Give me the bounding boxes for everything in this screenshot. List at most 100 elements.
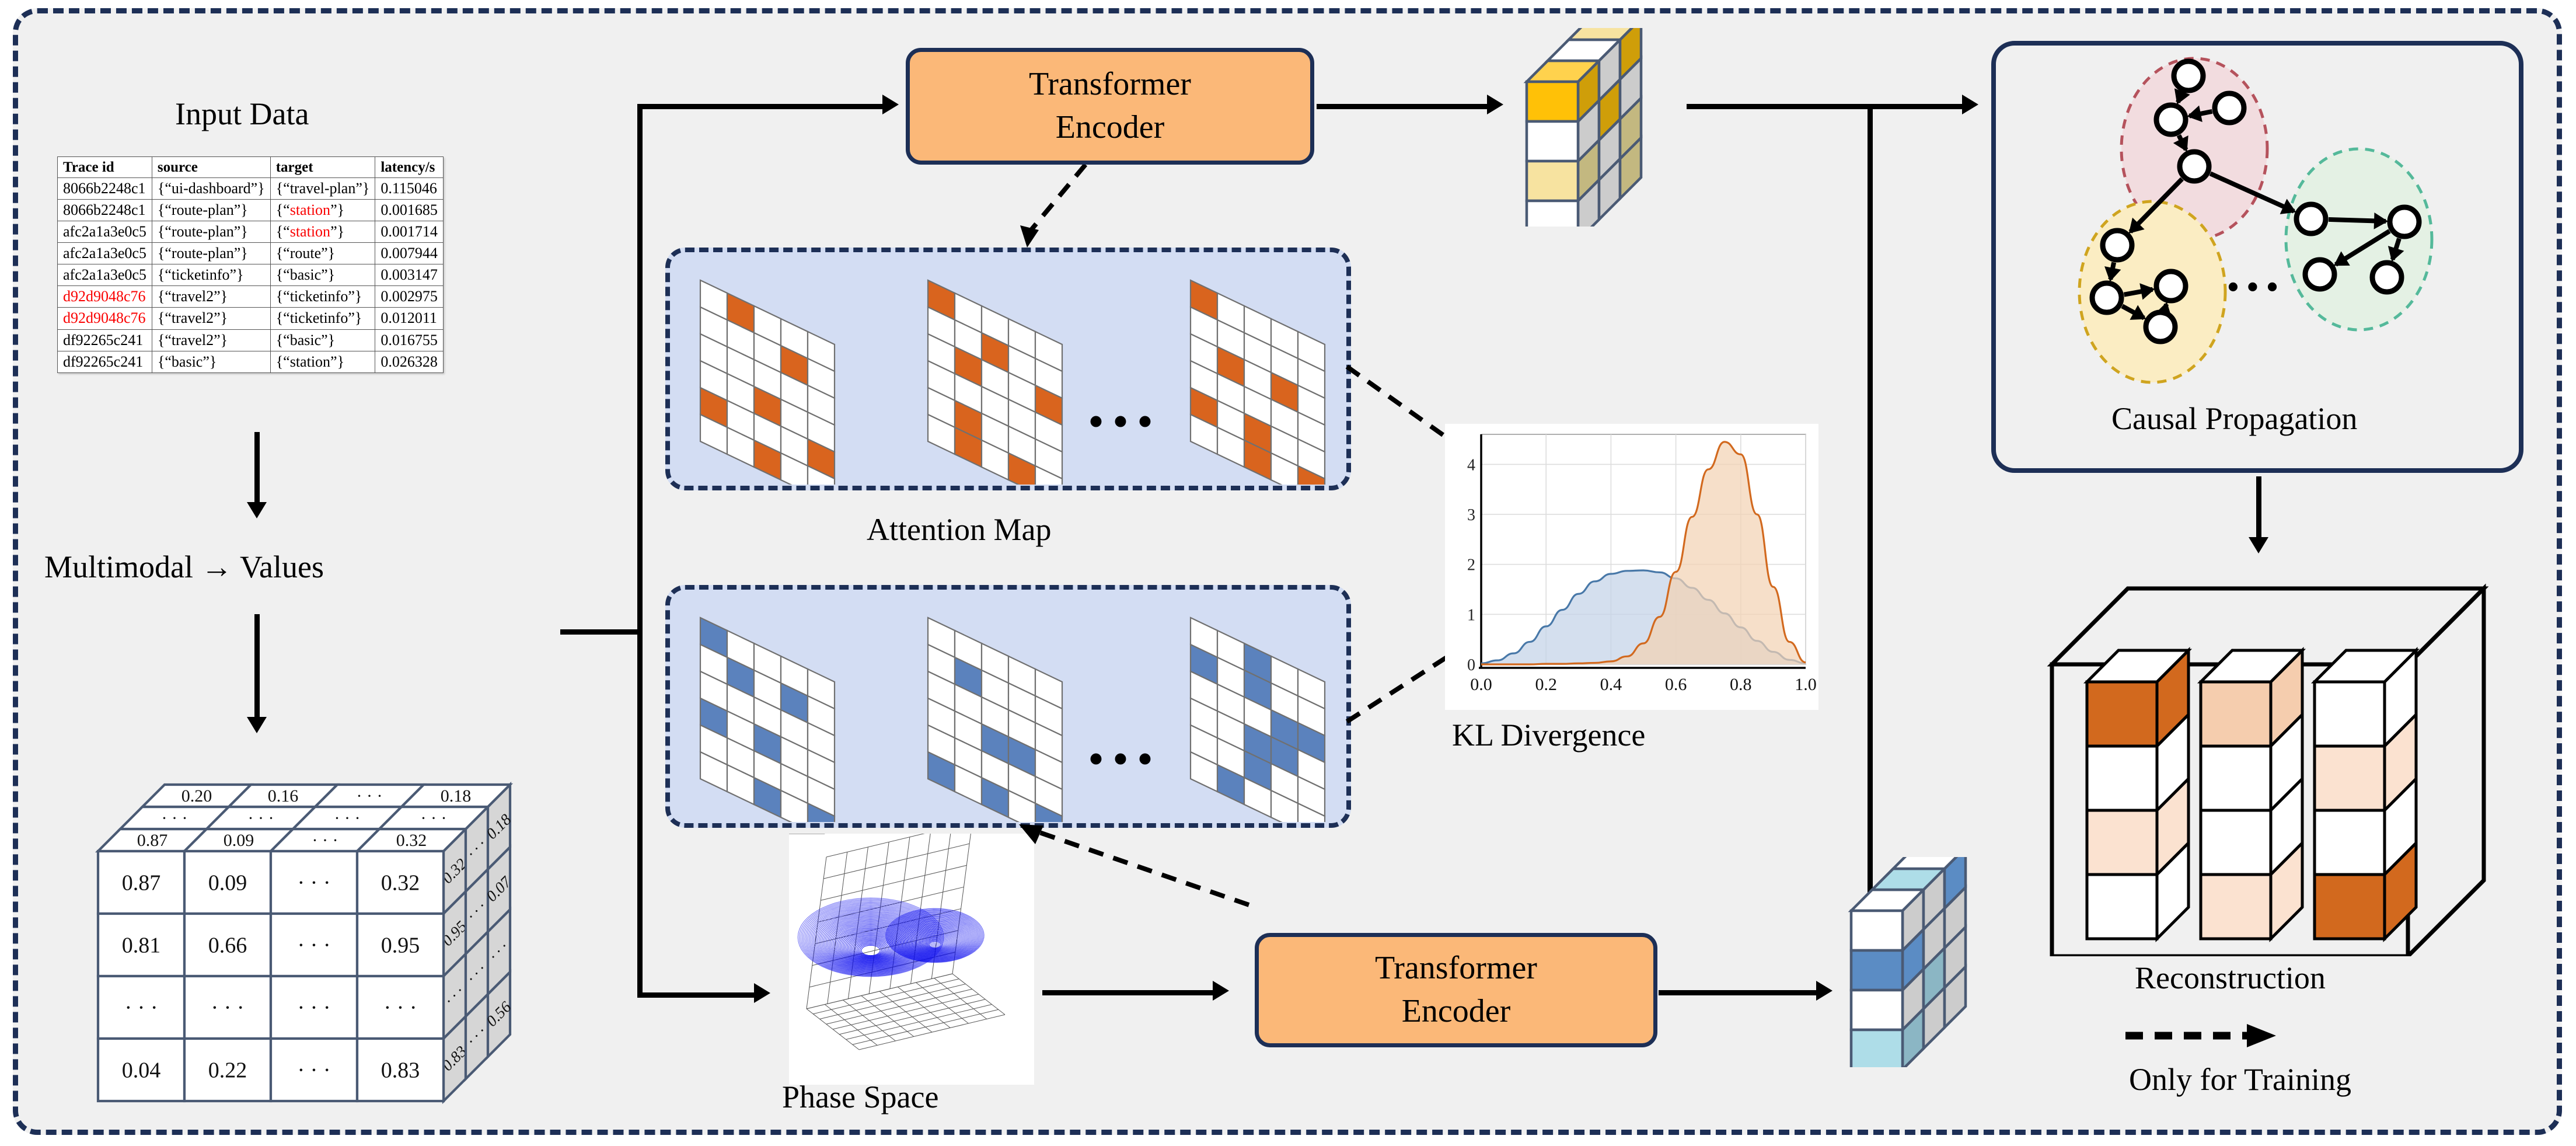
- legend-dashed-arrow-icon: [2125, 1024, 2276, 1047]
- arrow-top-encoder-to-embedding: [1317, 104, 1492, 109]
- svg-text:0.66: 0.66: [208, 933, 247, 958]
- table-row: 8066b2248c1{“ui-dashboard”}{“travel-plan…: [57, 177, 444, 200]
- value-cube: 0.32 0.95 · · · 0.83 · · · · · · · · · · · · 0.1…: [95, 781, 515, 1105]
- input-data-table: Trace id source target latency/s 8066b22…: [57, 156, 444, 373]
- table-body: 8066b2248c1{“ui-dashboard”}{“travel-plan…: [57, 177, 444, 373]
- cell-latency: 0.007944: [375, 242, 444, 265]
- transformer-encoder-bottom[interactable]: Transformer Encoder: [1255, 933, 1657, 1047]
- attention-map-label: Attention Map: [867, 512, 1052, 547]
- causal-graph: • • •: [2078, 57, 2434, 384]
- trunk-vertical: [637, 104, 643, 997]
- svg-text:· · ·: · · ·: [298, 871, 331, 896]
- cell-latency: 0.012011: [375, 307, 444, 330]
- svg-text:0.87: 0.87: [122, 871, 161, 896]
- only-for-training-label: Only for Training: [2129, 1062, 2352, 1097]
- cell-source: {“ticketinfo”}: [151, 264, 271, 287]
- cell-target: {“travel-plan”}: [270, 177, 376, 200]
- cell-target: {“ticketinfo”}: [270, 285, 376, 308]
- table-row: d92d9048c76{“travel2”}{“ticketinfo”}0.00…: [57, 285, 444, 308]
- cell-source: {“travel2”}: [151, 329, 271, 351]
- encoder-top-line1: Transformer: [1029, 66, 1191, 103]
- cell-target: {“ticketinfo”}: [270, 307, 376, 330]
- svg-text:0.20: 0.20: [181, 786, 212, 806]
- cell-source: {“route-plan”}: [151, 221, 271, 243]
- arrow-top-encoder-to-embedding-head: [1487, 95, 1503, 114]
- svg-text:0: 0: [1467, 656, 1475, 674]
- svg-text:· · ·: · · ·: [421, 809, 447, 828]
- cell-trace-id: 8066b2248c1: [57, 177, 152, 200]
- arrow-embedding-to-causal: [1687, 104, 1967, 109]
- svg-text:0.18: 0.18: [441, 786, 472, 806]
- cell-target: {“station”}: [270, 350, 376, 373]
- cell-trace-id: d92d9048c76: [57, 307, 152, 330]
- svg-text:· · ·: · · ·: [384, 996, 417, 1020]
- cell-trace-id: afc2a1a3e0c5: [57, 264, 152, 287]
- reconstruction-label: Reconstruction: [2135, 960, 2326, 995]
- attention-maps-bottom: • • •: [699, 616, 1326, 822]
- branch-to-top-encoder-head: [882, 95, 899, 114]
- dashed-arrow-encoder-bottom-to-attention: [1019, 824, 1250, 907]
- svg-text:1: 1: [1467, 606, 1475, 624]
- cell-trace-id: d92d9048c76: [57, 285, 152, 308]
- cell-latency: 0.001714: [375, 221, 444, 243]
- svg-text:3: 3: [1467, 506, 1475, 524]
- table-row: d92d9048c76{“travel2”}{“ticketinfo”}0.01…: [57, 307, 444, 330]
- table-row: df92265c241{“basic”}{“station”}0.026328: [57, 350, 444, 373]
- svg-text:0.32: 0.32: [396, 831, 427, 850]
- svg-text:0.04: 0.04: [122, 1058, 161, 1083]
- cell-source: {“route-plan”}: [151, 242, 271, 265]
- svg-text:0.22: 0.22: [208, 1058, 247, 1083]
- cell-trace-id: df92265c241: [57, 350, 152, 373]
- svg-text:· · ·: · · ·: [357, 786, 383, 806]
- column-header-target: target: [270, 156, 376, 178]
- cell-trace-id: 8066b2248c1: [57, 199, 152, 222]
- trunk-horizontal-in: [560, 629, 642, 635]
- svg-text:0.2: 0.2: [1535, 675, 1557, 694]
- attention-maps-top: • • •: [699, 279, 1326, 485]
- column-header-latency: latency/s: [375, 156, 444, 178]
- arrow-causal-to-reconstruction-head: [2249, 537, 2268, 553]
- svg-text:0.95: 0.95: [381, 933, 420, 958]
- embedding-cube-bottom: [1848, 857, 1967, 1067]
- arrow-phase-to-bottom-encoder-head: [1213, 981, 1229, 1001]
- svg-text:· · ·: · · ·: [162, 809, 188, 828]
- column-header-trace-id: Trace id: [57, 156, 152, 178]
- arrow-embedding-to-causal-head: [1962, 95, 1978, 114]
- cell-source: {“travel2”}: [151, 285, 271, 308]
- svg-text:0.0: 0.0: [1470, 675, 1492, 694]
- embedding-cube-top: [1523, 28, 1643, 227]
- svg-text:0.32: 0.32: [381, 871, 420, 896]
- cell-trace-id: afc2a1a3e0c5: [57, 221, 152, 243]
- svg-text:• • •: • • •: [1089, 737, 1153, 782]
- cell-latency: 0.016755: [375, 329, 444, 351]
- svg-text:0.81: 0.81: [122, 933, 161, 958]
- cell-target: {“station”}: [270, 221, 376, 243]
- table-row: afc2a1a3e0c5{“ticketinfo”}{“basic”}0.003…: [57, 264, 444, 287]
- transformer-encoder-top[interactable]: Transformer Encoder: [906, 48, 1314, 165]
- table-row: 8066b2248c1{“route-plan”}{“station”}0.00…: [57, 199, 444, 222]
- cell-target: {“route”}: [270, 242, 376, 265]
- svg-text:0.6: 0.6: [1665, 675, 1687, 694]
- arrow-multimodal-to-cube-head: [247, 717, 267, 733]
- svg-text:0.09: 0.09: [224, 831, 254, 850]
- svg-text:· · ·: · · ·: [248, 809, 274, 828]
- table-row: afc2a1a3e0c5{“route-plan”}{“route”}0.007…: [57, 242, 444, 265]
- kl-divergence-label: KL Divergence: [1452, 717, 1646, 753]
- svg-text:· · ·: · · ·: [334, 809, 361, 828]
- cell-latency: 0.002975: [375, 285, 444, 308]
- arrow-phase-to-bottom-encoder: [1042, 990, 1217, 995]
- svg-text:0.83: 0.83: [381, 1058, 420, 1083]
- table-row: afc2a1a3e0c5{“route-plan”}{“station”}0.0…: [57, 221, 444, 243]
- svg-text:· · ·: · · ·: [298, 933, 331, 958]
- svg-text:· · ·: · · ·: [312, 831, 338, 850]
- encoder-top-line2: Encoder: [1055, 109, 1165, 145]
- arrow-bottom-encoder-to-embedding-head: [1816, 981, 1832, 1001]
- phase-space-label: Phase Space: [782, 1079, 939, 1114]
- cell-latency: 0.001685: [375, 199, 444, 222]
- table-header-row: Trace id source target latency/s: [57, 156, 444, 178]
- arrow-causal-to-reconstruction-shaft: [2256, 476, 2261, 541]
- svg-text:0.4: 0.4: [1600, 675, 1622, 694]
- cell-source: {“ui-dashboard”}: [151, 177, 271, 200]
- branch-to-top-encoder: [637, 104, 888, 109]
